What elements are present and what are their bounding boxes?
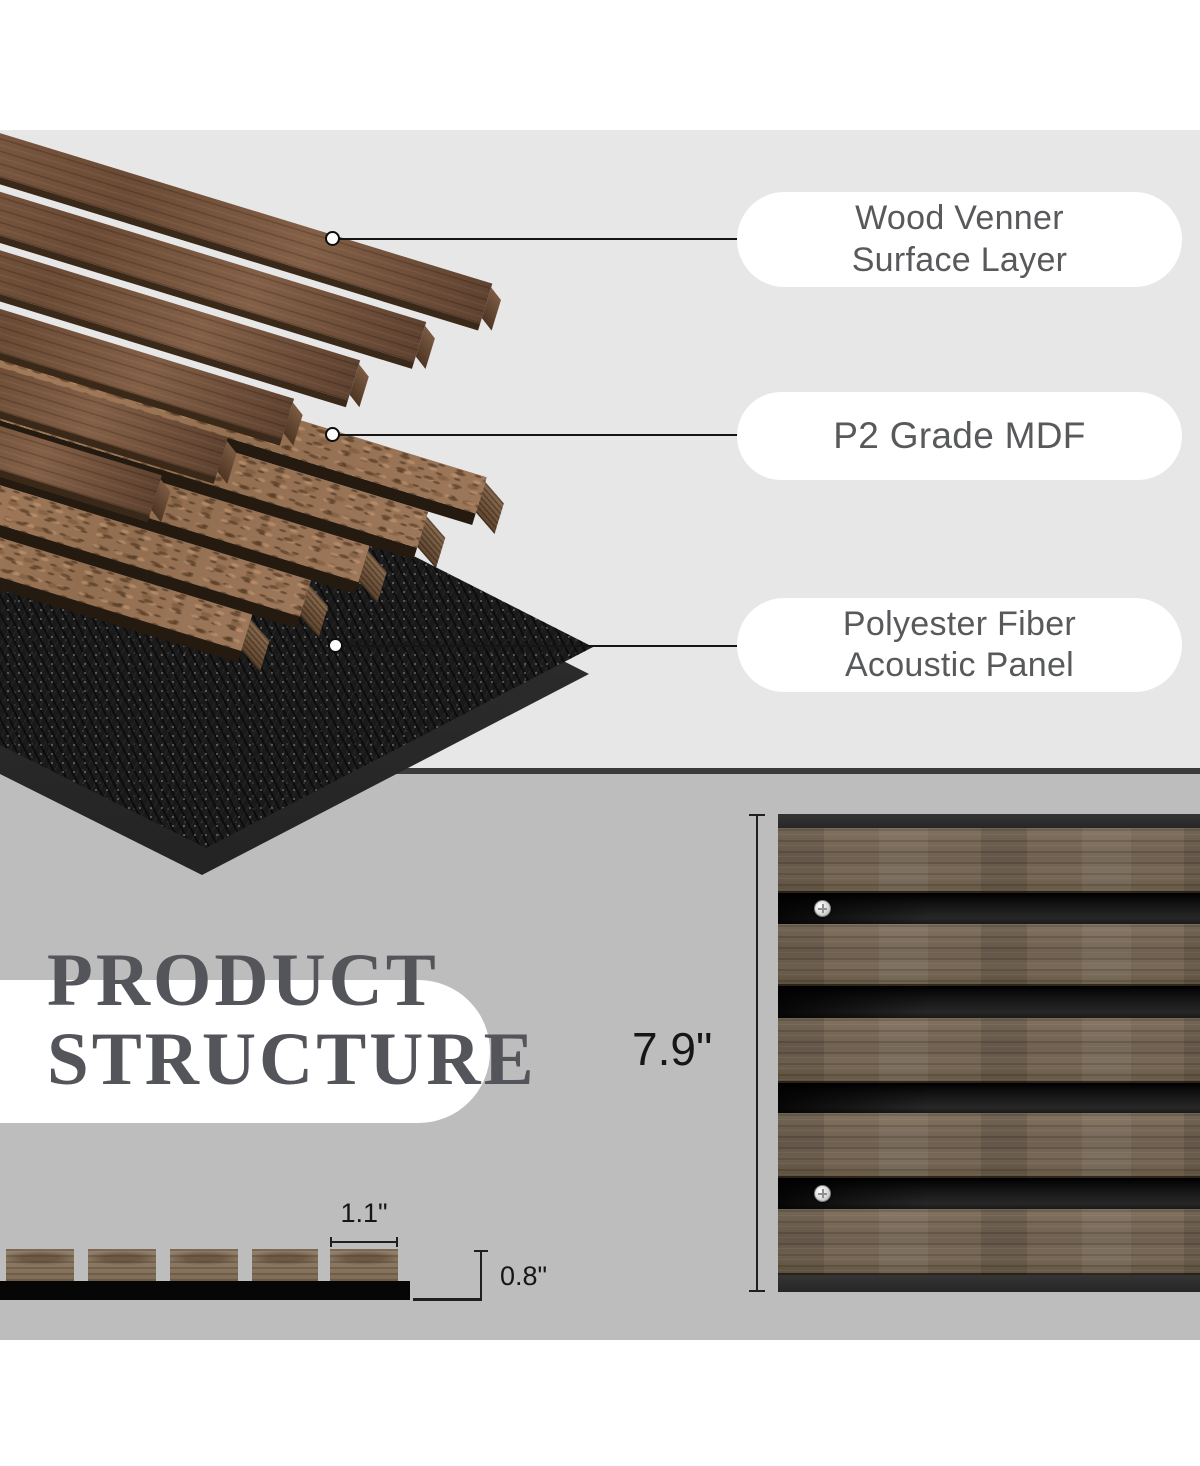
cross-section-slat bbox=[88, 1249, 156, 1281]
leader-line-felt bbox=[336, 645, 745, 647]
callout-mdf-line1: P2 Grade MDF bbox=[833, 415, 1086, 457]
acoustic-felt-layer bbox=[0, 400, 660, 900]
panel-slat bbox=[778, 1208, 1200, 1276]
thickness-dimension-label: 0.8" bbox=[500, 1261, 548, 1291]
slat-width-dimension-line bbox=[330, 1237, 398, 1247]
callout-mdf: P2 Grade MDF bbox=[737, 392, 1182, 480]
screw-icon bbox=[814, 900, 831, 917]
cross-section-base bbox=[0, 1281, 410, 1300]
callout-felt: Polyester Fiber Acoustic Panel bbox=[737, 598, 1182, 692]
cross-section-slat bbox=[6, 1249, 74, 1281]
callout-veneer-line2: Surface Layer bbox=[851, 240, 1068, 279]
slat-width-dimension-label: 1.1" bbox=[340, 1198, 388, 1228]
callout-felt-line2: Acoustic Panel bbox=[844, 646, 1075, 684]
panel-slat bbox=[778, 1112, 1200, 1179]
screw-icon bbox=[814, 1185, 831, 1202]
leader-line-veneer bbox=[333, 238, 745, 240]
page-title: PRODUCT STRUCTURE bbox=[47, 941, 537, 1099]
panel-groove bbox=[778, 1083, 1200, 1113]
section-divider bbox=[0, 768, 1200, 774]
finished-panel-preview bbox=[778, 814, 1200, 1292]
panel-bottom-edge bbox=[778, 1275, 1200, 1292]
bottom-white-band bbox=[0, 1340, 1200, 1466]
panel-top-edge bbox=[778, 814, 1200, 828]
height-dimension-line bbox=[749, 814, 765, 1292]
callout-veneer-line1: Wood Venner bbox=[855, 199, 1064, 238]
cross-section-slat bbox=[330, 1249, 398, 1281]
panel-groove bbox=[778, 893, 1200, 924]
panel-slat bbox=[778, 1017, 1200, 1084]
leader-line-mdf bbox=[333, 434, 745, 436]
page-title-line1: PRODUCT bbox=[47, 939, 439, 1022]
panel-slat bbox=[778, 923, 1200, 987]
title-pill-background bbox=[0, 980, 490, 1123]
leader-dot-icon bbox=[325, 231, 340, 246]
cross-section-slat bbox=[252, 1249, 318, 1281]
cross-section-slat bbox=[170, 1249, 238, 1281]
callout-felt-line1: Polyester Fiber bbox=[842, 604, 1077, 643]
thickness-dimension-baseline bbox=[413, 1298, 482, 1301]
leader-dot-icon bbox=[325, 427, 340, 442]
panel-groove bbox=[778, 986, 1200, 1018]
panel-slat bbox=[778, 827, 1200, 894]
panel-groove bbox=[778, 1178, 1200, 1209]
leader-dot-icon bbox=[328, 638, 343, 653]
height-dimension-label: 7.9" bbox=[632, 1023, 713, 1075]
callout-veneer: Wood Venner Surface Layer bbox=[737, 192, 1182, 287]
page-title-line2: STRUCTURE bbox=[47, 1018, 537, 1101]
thickness-dimension-line bbox=[474, 1250, 488, 1300]
